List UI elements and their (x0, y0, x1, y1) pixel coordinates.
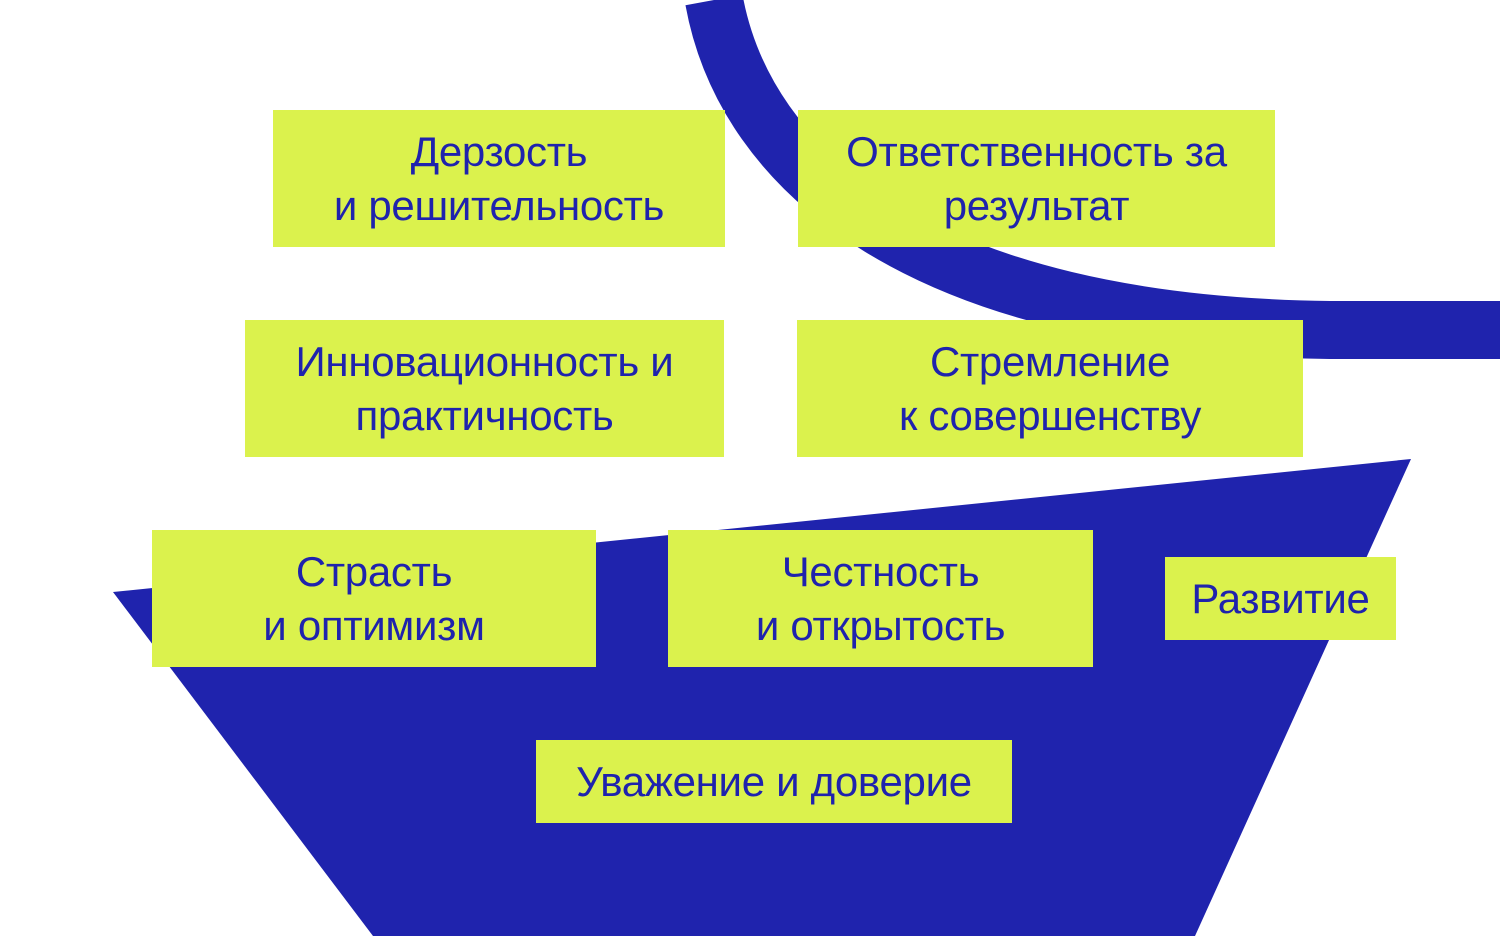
value-line: Ответственность за (846, 127, 1227, 175)
value-card-development: Развитие (1165, 557, 1396, 640)
value-card-daring: Дерзость и решительность (273, 110, 725, 247)
value-line: результат (943, 181, 1130, 229)
value-card-passion: Страсть и оптимизм (152, 530, 596, 667)
value-line: Дерзость (410, 127, 588, 175)
value-card-honesty: Честность и открытость (668, 530, 1093, 667)
value-line: Развитие (1191, 574, 1370, 622)
value-card-respect: Уважение и доверие (536, 740, 1012, 823)
value-line: практичность (355, 391, 614, 439)
value-line: и решительность (333, 181, 665, 229)
value-line: Страсть (295, 547, 453, 595)
value-line: Стремление (929, 337, 1171, 385)
value-line: и открытость (755, 601, 1006, 649)
value-line: Инновационность и (295, 337, 674, 385)
value-card-innovation: Инновационность и практичность (245, 320, 724, 457)
value-card-responsibility: Ответственность за результат (798, 110, 1275, 247)
value-line: и оптимизм (263, 601, 485, 649)
value-line: к совершенству (898, 391, 1202, 439)
value-line: Уважение и доверие (576, 757, 972, 805)
value-card-excellence: Стремление к совершенству (797, 320, 1303, 457)
value-line: Честность (781, 547, 980, 595)
